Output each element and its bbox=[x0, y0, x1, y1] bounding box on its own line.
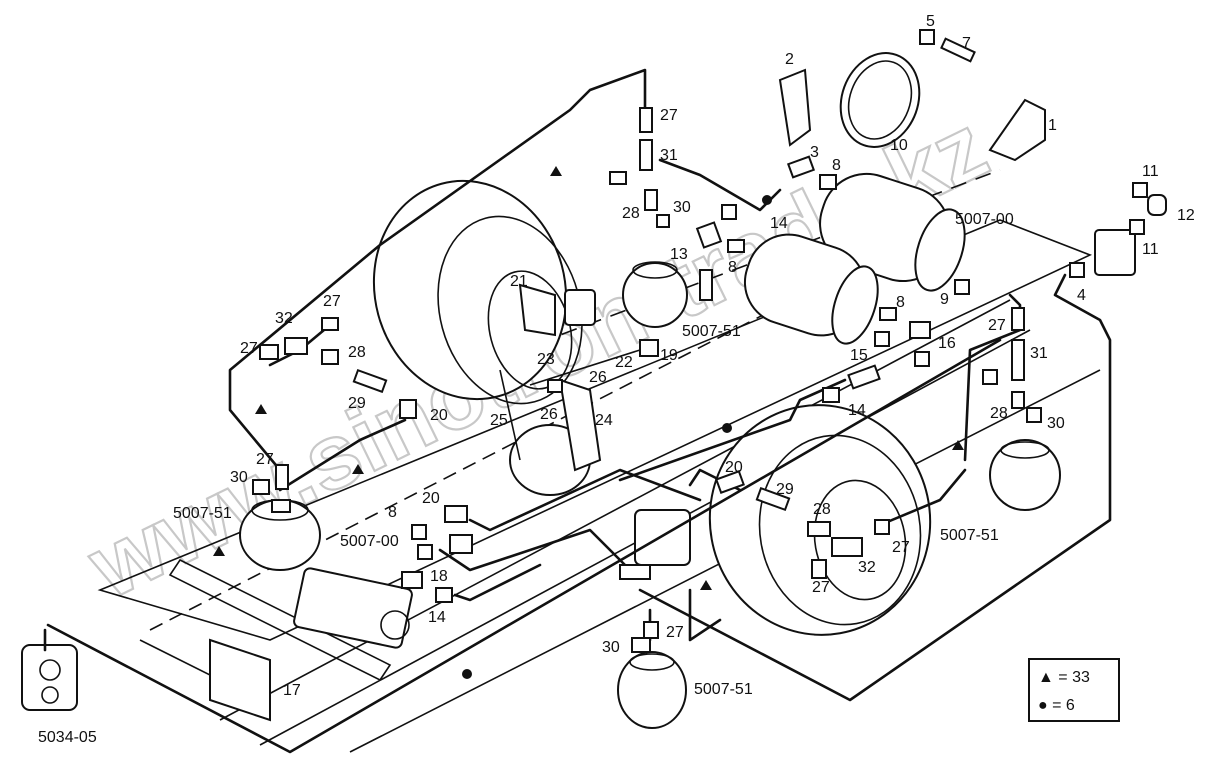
callout-30-d: 30 bbox=[602, 639, 620, 656]
callout-1: 1 bbox=[1048, 117, 1057, 134]
air-lines bbox=[43, 68, 1112, 754]
legend: ▲ = 33 ● = 6 bbox=[1028, 658, 1120, 722]
callout-25: 25 bbox=[490, 412, 508, 429]
part-5007-51-bottom: 5007-51 bbox=[694, 681, 753, 698]
callout-26-right: 26 bbox=[589, 369, 607, 386]
callout-8-right: 8 bbox=[896, 294, 905, 311]
relay-valve-center bbox=[634, 509, 691, 566]
callout-20-left: 20 bbox=[430, 407, 448, 424]
callout-28-c: 28 bbox=[990, 405, 1008, 422]
air-bag-rear-bottom bbox=[617, 651, 687, 729]
bracket-part-2 bbox=[778, 68, 812, 147]
callout-18: 18 bbox=[430, 568, 448, 585]
legend-triangle-row: ▲ = 33 bbox=[1038, 666, 1090, 690]
callout-4: 4 bbox=[1077, 287, 1086, 304]
callout-27-f: 27 bbox=[892, 539, 910, 556]
callout-28-d: 28 bbox=[813, 501, 831, 518]
callout-21: 21 bbox=[510, 273, 528, 290]
callout-27-c: 27 bbox=[240, 340, 258, 357]
triangle-markers bbox=[213, 166, 964, 590]
callout-32-b: 32 bbox=[858, 559, 876, 576]
valve-5007-00-lower bbox=[293, 567, 413, 649]
callout-27-a: 27 bbox=[660, 107, 678, 124]
bracket-part-17 bbox=[209, 638, 271, 722]
callout-16: 16 bbox=[938, 335, 956, 352]
valve-5034-05 bbox=[21, 644, 78, 711]
part-5007-51-center: 5007-51 bbox=[682, 323, 741, 340]
callout-8-top: 8 bbox=[832, 157, 841, 174]
axle-assembly bbox=[499, 283, 641, 496]
callout-28-b: 28 bbox=[348, 344, 366, 361]
callout-27-e: 27 bbox=[256, 451, 274, 468]
callout-15: 15 bbox=[850, 347, 868, 364]
callout-7: 7 bbox=[962, 35, 971, 52]
callout-26-left: 26 bbox=[540, 406, 558, 423]
callout-30-c: 30 bbox=[230, 469, 248, 486]
legend-circle-row: ● = 6 bbox=[1038, 694, 1075, 718]
callout-labels: 1 2 3 4 5 7 8 8 8 8 9 10 11 11 12 13 14 … bbox=[38, 13, 1195, 746]
part-5007-00-upper: 5007-00 bbox=[955, 211, 1014, 228]
callout-23: 23 bbox=[537, 351, 555, 368]
legend-triangle-text: ▲ = 33 bbox=[1038, 669, 1090, 686]
callout-27-h: 27 bbox=[666, 624, 684, 641]
callout-11-top: 11 bbox=[1142, 163, 1159, 180]
callout-8-mid: 8 bbox=[728, 259, 737, 276]
callout-14-mid: 14 bbox=[848, 402, 866, 419]
callout-22: 22 bbox=[615, 354, 633, 371]
air-bag-rear-right bbox=[989, 439, 1061, 511]
callout-27-d: 27 bbox=[988, 317, 1006, 334]
callout-24: 24 bbox=[595, 412, 613, 429]
callout-20-right: 20 bbox=[725, 459, 743, 476]
rear-right-wheel bbox=[708, 404, 932, 636]
callout-31-a: 31 bbox=[660, 147, 678, 164]
part-5007-51-right: 5007-51 bbox=[940, 527, 999, 544]
callout-32-a: 32 bbox=[275, 310, 293, 327]
callout-28-a: 28 bbox=[622, 205, 640, 222]
callout-13: 13 bbox=[670, 246, 688, 263]
callout-27-b: 27 bbox=[323, 293, 341, 310]
callout-2: 2 bbox=[785, 51, 794, 68]
air-tank-lower bbox=[743, 233, 879, 345]
callout-8-left: 8 bbox=[388, 504, 397, 521]
callout-5: 5 bbox=[926, 13, 935, 30]
callout-30-a: 30 bbox=[673, 199, 691, 216]
callout-30-b: 30 bbox=[1047, 415, 1065, 432]
bolt-part-7 bbox=[940, 37, 976, 63]
callout-11-bottom: 11 bbox=[1142, 241, 1159, 258]
callout-29-a: 29 bbox=[348, 395, 366, 412]
callout-3: 3 bbox=[810, 144, 819, 161]
callout-17: 17 bbox=[283, 682, 301, 699]
clamp-band bbox=[839, 52, 921, 148]
callout-19: 19 bbox=[660, 347, 678, 364]
part-5034-05: 5034-05 bbox=[38, 729, 97, 746]
valve-top-right bbox=[1094, 229, 1136, 276]
circle-markers bbox=[462, 195, 772, 679]
fittings bbox=[252, 107, 1167, 653]
nut-part-5 bbox=[919, 29, 935, 45]
callout-20-mid: 20 bbox=[422, 490, 440, 507]
callout-31-b: 31 bbox=[1030, 345, 1048, 362]
callout-10: 10 bbox=[890, 137, 908, 154]
callout-12: 12 bbox=[1177, 207, 1195, 224]
air-bag-front-left bbox=[239, 499, 321, 571]
callout-27-g: 27 bbox=[812, 579, 830, 596]
legend-circle-text: ● = 6 bbox=[1038, 697, 1075, 714]
part-5007-51-left: 5007-51 bbox=[173, 505, 232, 522]
bracket-part-1 bbox=[988, 98, 1046, 162]
callout-9: 9 bbox=[940, 291, 949, 308]
part-5007-00-lower: 5007-00 bbox=[340, 533, 399, 550]
callout-29-b: 29 bbox=[776, 481, 794, 498]
callout-14-low: 14 bbox=[428, 609, 446, 626]
air-bag-center bbox=[622, 261, 688, 328]
callout-14-top: 14 bbox=[770, 215, 788, 232]
